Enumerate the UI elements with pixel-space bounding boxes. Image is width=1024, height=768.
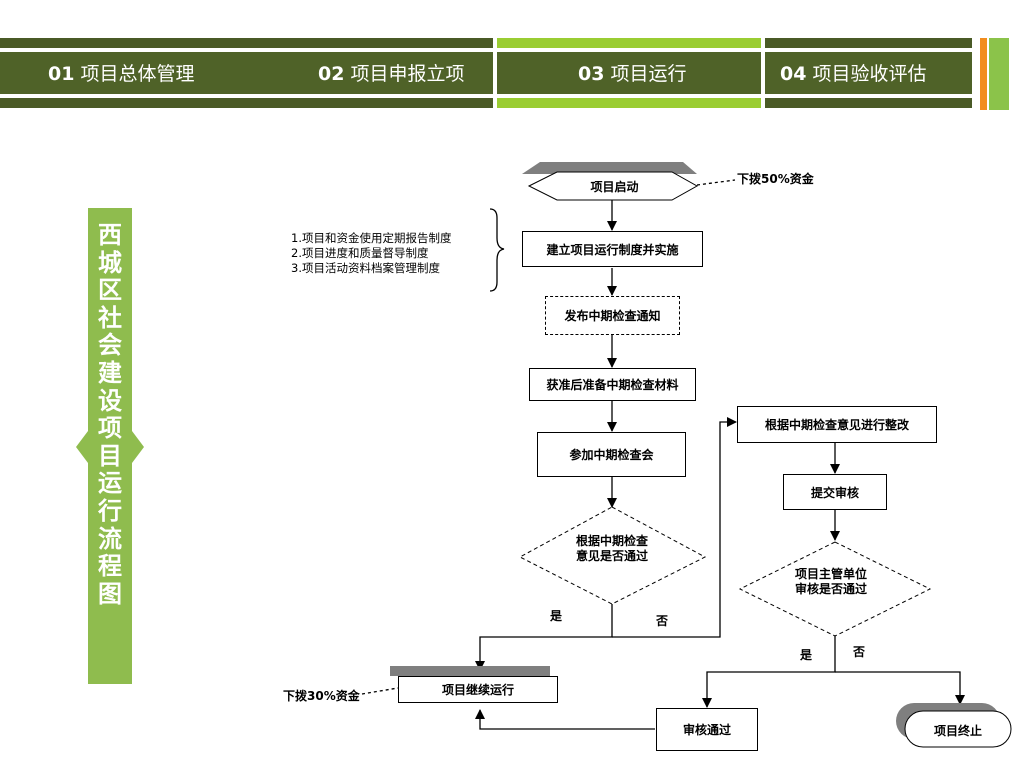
side-title-char: 图 [98,579,122,608]
branch-yes-1: 是 [550,609,563,623]
side-title-text: 西城区社会建设项目运行流程图 [90,221,130,608]
nav-stripe-bottom-accent [497,98,761,108]
midterm-notice-box: 发布中期检查通知 [545,296,680,335]
side-title-char: 城 [98,248,122,277]
flow-start: 项目启动 [590,180,639,194]
nav-band [0,38,1024,110]
nav-item-number: 01 [48,63,75,85]
nav-divider [761,38,765,110]
side-title-char: 项 [98,414,122,443]
nav-bar [0,52,972,94]
continue-run-label: 项目继续运行 [441,683,514,697]
side-title-char: 会 [98,331,122,360]
submit-review-box: 提交审核 [783,474,887,510]
corner-bar-green [989,38,1009,110]
side-title-char: 设 [98,386,122,415]
review-approved-label: 审核通过 [682,723,731,737]
nav-item-number: 03 [578,63,605,85]
midterm-notice-label: 发布中期检查通知 [564,309,661,323]
branch-no-2: 否 [853,645,866,659]
submit-review-label: 提交审核 [810,485,859,500]
nav-stripe-top [0,38,972,48]
nav-item-number: 02 [318,63,345,85]
continue-funding-note: 下拨30%资金 [283,689,360,703]
review-approved-box: 审核通过 [656,708,758,751]
nav-item-label: 项目运行 [610,63,687,85]
system-item: 2.项目进度和质量督导制度 [291,246,429,260]
system-list: 1.项目和资金使用定期报告制度 2.项目进度和质量督导制度 3.项目活动资料档案… [291,231,451,276]
side-title-char: 程 [98,552,122,581]
start-funding-note: 下拨50%资金 [737,172,814,186]
nav-item-number: 04 [780,63,807,85]
decision-supervisor-pass: 项目主管单位审核是否通过 [795,567,868,596]
nav-item-label: 项目申报立项 [350,63,465,85]
establish-system-box: 建立项目运行制度并实施 [522,231,703,267]
nav-item-label: 项目验收评估 [812,63,927,85]
side-title-char: 行 [98,496,122,525]
flow-terminate: 项目终止 [933,724,982,738]
side-title-char: 西 [98,221,122,249]
attend-check-label: 参加中期检查会 [569,448,654,462]
decision-midterm-pass: 根据中期检查意见是否通过 [575,534,648,563]
prepare-materials-box: 获准后准备中期检查材料 [529,368,696,401]
rectify-label: 根据中期检查意见进行整改 [764,418,909,432]
establish-system-label: 建立项目运行制度并实施 [546,242,679,257]
attend-check-box: 参加中期检查会 [537,432,686,477]
system-item: 3.项目活动资料档案管理制度 [291,261,440,275]
side-title: 西城区社会建设项目运行流程图 [90,221,130,608]
branch-no-1: 否 [656,614,669,628]
continue-run-box: 项目继续运行 [398,676,558,703]
prepare-materials-label: 获准后准备中期检查材料 [546,378,679,392]
nav-item-label: 项目总体管理 [80,63,195,85]
side-title-char: 区 [98,276,122,305]
branch-yes-2: 是 [800,648,813,662]
side-title-char: 目 [98,441,122,470]
side-title-char: 流 [98,524,122,553]
side-title-char: 运 [98,469,122,498]
nav-stripe-bottom [0,98,972,108]
corner-bar-orange [980,38,987,110]
side-banner [76,208,144,684]
side-title-char: 社 [98,303,122,332]
side-title-char: 建 [98,358,122,387]
system-item: 1.项目和资金使用定期报告制度 [291,231,452,245]
rectify-box: 根据中期检查意见进行整改 [737,406,937,443]
nav-divider [493,38,497,110]
nav-stripe-top-accent [497,38,761,48]
